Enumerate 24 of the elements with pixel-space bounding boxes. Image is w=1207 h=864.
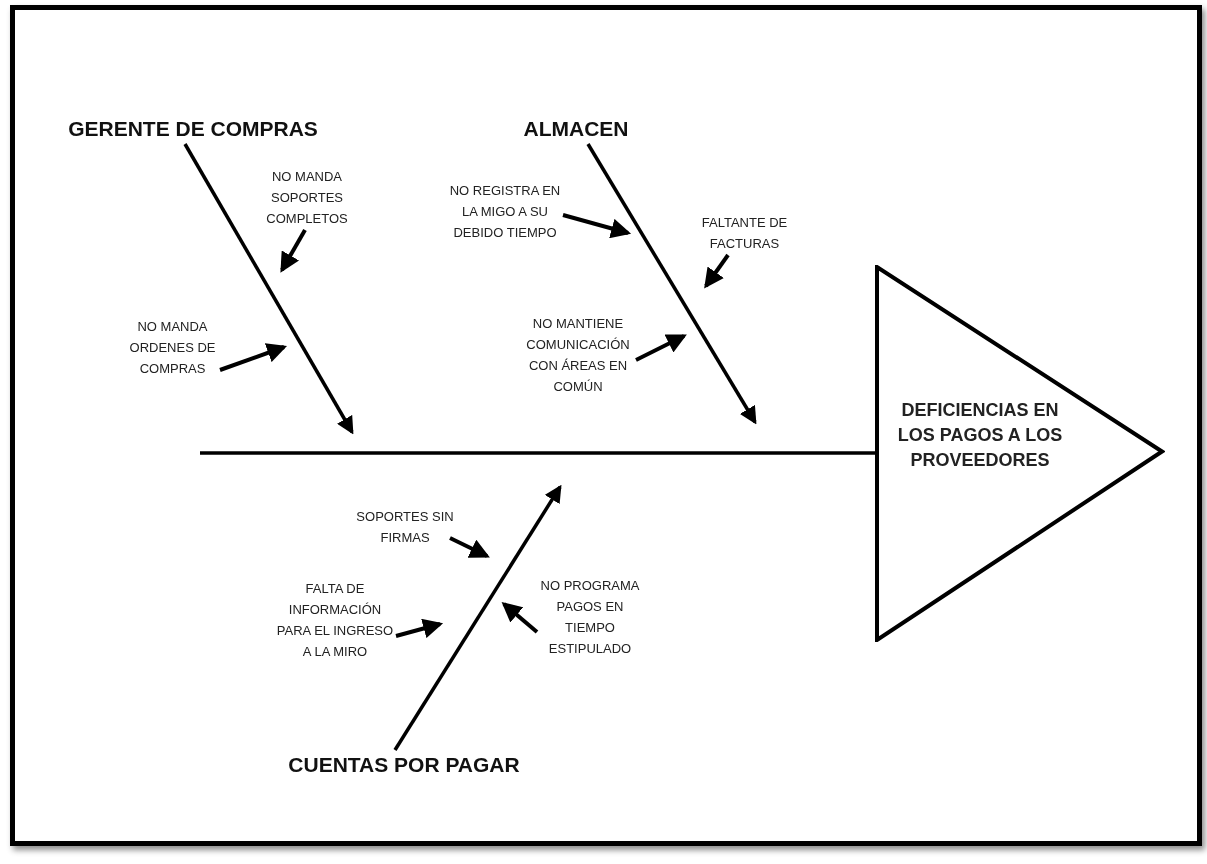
arrow	[280, 229, 307, 273]
arrow	[183, 143, 354, 435]
cause-label: NO REGISTRA EN LA MIGO A SU DEBIDO TIEMPO	[448, 182, 562, 242]
cause-label: SOPORTES SIN FIRMAS	[355, 508, 455, 547]
arrow	[635, 334, 687, 362]
cause-label: FALTA DE INFORMACIÓN PARA EL INGRESO A LA MIRO	[275, 580, 395, 661]
effect-label: DEFICIENCIAS EN LOS PAGOS A LOS PROVEEDORES	[896, 399, 1064, 472]
arrow	[395, 618, 444, 639]
cause-label: NO PROGRAMA PAGOS EN TIEMPO ESTIPULADO	[539, 577, 641, 658]
cause-label: FALTANTE DE FACTURAS	[700, 214, 789, 253]
spine-line	[200, 451, 875, 455]
arrow	[449, 536, 490, 558]
cause-label: NO MANTIENE COMUNICACIÓN CON ÁREAS EN COMÚN	[525, 315, 631, 396]
arrow	[219, 343, 287, 372]
arrow	[562, 213, 632, 239]
arrow	[393, 484, 562, 751]
arrow	[586, 143, 757, 425]
category-label: GERENTE DE COMPRAS	[68, 116, 318, 142]
category-label: ALMACEN	[523, 116, 629, 142]
cause-label: NO MANDA SOPORTES COMPLETOS	[265, 168, 349, 228]
cause-label: NO MANDA ORDENES DE COMPRAS	[128, 318, 217, 378]
category-label: CUENTAS POR PAGAR	[288, 752, 520, 778]
arrow	[501, 601, 539, 634]
arrow	[704, 253, 730, 289]
